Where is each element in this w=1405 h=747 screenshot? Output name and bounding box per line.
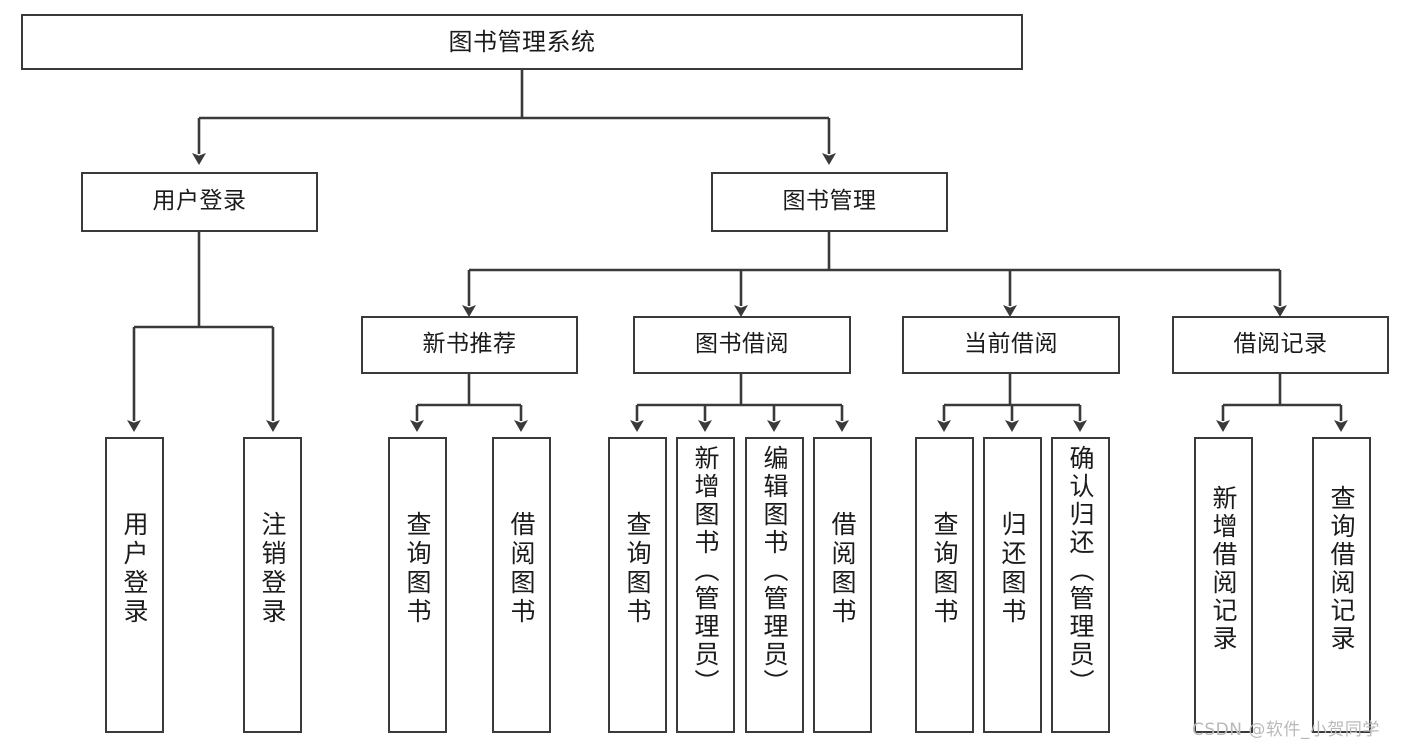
node-root-label: 图书管理系统 <box>448 27 596 56</box>
leaf-query-book-3-label: 查询图书 <box>930 511 959 627</box>
leaf-user-logout-label: 注销登录 <box>258 511 287 627</box>
leaf-query-book-3[interactable]: 查询图书 <box>915 437 974 733</box>
node-root[interactable]: 图书管理系统 <box>21 14 1023 70</box>
node-user-login-label: 用户登录 <box>152 188 247 215</box>
node-new-book-rec[interactable]: 新书推荐 <box>361 316 578 374</box>
leaf-add-record-label: 新增借阅记录 <box>1209 485 1238 653</box>
leaf-edit-book[interactable]: 编辑图书（管理员） <box>745 437 804 733</box>
leaf-query-book-1-label: 查询图书 <box>403 511 432 627</box>
node-book-manage-label: 图书管理 <box>782 188 877 215</box>
node-book-manage[interactable]: 图书管理 <box>711 172 948 232</box>
leaf-query-book-2[interactable]: 查询图书 <box>608 437 667 733</box>
leaf-add-book-label: 新增图书（管理员） <box>691 445 720 697</box>
node-current-borrow[interactable]: 当前借阅 <box>902 316 1120 374</box>
leaf-borrow-book-1-label: 借阅图书 <box>507 511 536 627</box>
leaf-query-record-label: 查询借阅记录 <box>1327 485 1356 653</box>
leaf-user-login-label: 用户登录 <box>120 511 149 627</box>
leaf-query-book-2-label: 查询图书 <box>623 511 652 627</box>
leaf-query-record[interactable]: 查询借阅记录 <box>1312 437 1371 733</box>
node-current-borrow-label: 当前借阅 <box>964 331 1058 358</box>
node-new-book-rec-label: 新书推荐 <box>422 331 517 358</box>
leaf-confirm-return-label: 确认归还（管理员） <box>1066 445 1095 697</box>
leaf-borrow-book-1[interactable]: 借阅图书 <box>492 437 551 733</box>
leaf-user-logout[interactable]: 注销登录 <box>243 437 302 733</box>
node-book-borrow-label: 图书借阅 <box>695 331 789 358</box>
leaf-borrow-book-2-label: 借阅图书 <box>828 511 857 627</box>
leaf-confirm-return[interactable]: 确认归还（管理员） <box>1051 437 1110 733</box>
leaf-user-login[interactable]: 用户登录 <box>105 437 164 733</box>
leaf-add-book[interactable]: 新增图书（管理员） <box>676 437 735 733</box>
leaf-add-record[interactable]: 新增借阅记录 <box>1194 437 1253 733</box>
node-borrow-record-label: 借阅记录 <box>1233 331 1328 358</box>
watermark: CSDN @软件_小贺同学 <box>1192 720 1380 740</box>
leaf-edit-book-label: 编辑图书（管理员） <box>760 445 789 697</box>
leaf-return-book[interactable]: 归还图书 <box>983 437 1042 733</box>
node-book-borrow[interactable]: 图书借阅 <box>633 316 851 374</box>
leaf-return-book-label: 归还图书 <box>998 511 1027 627</box>
leaf-query-book-1[interactable]: 查询图书 <box>388 437 447 733</box>
node-borrow-record[interactable]: 借阅记录 <box>1172 316 1389 374</box>
leaf-borrow-book-2[interactable]: 借阅图书 <box>813 437 872 733</box>
node-user-login[interactable]: 用户登录 <box>81 172 318 232</box>
